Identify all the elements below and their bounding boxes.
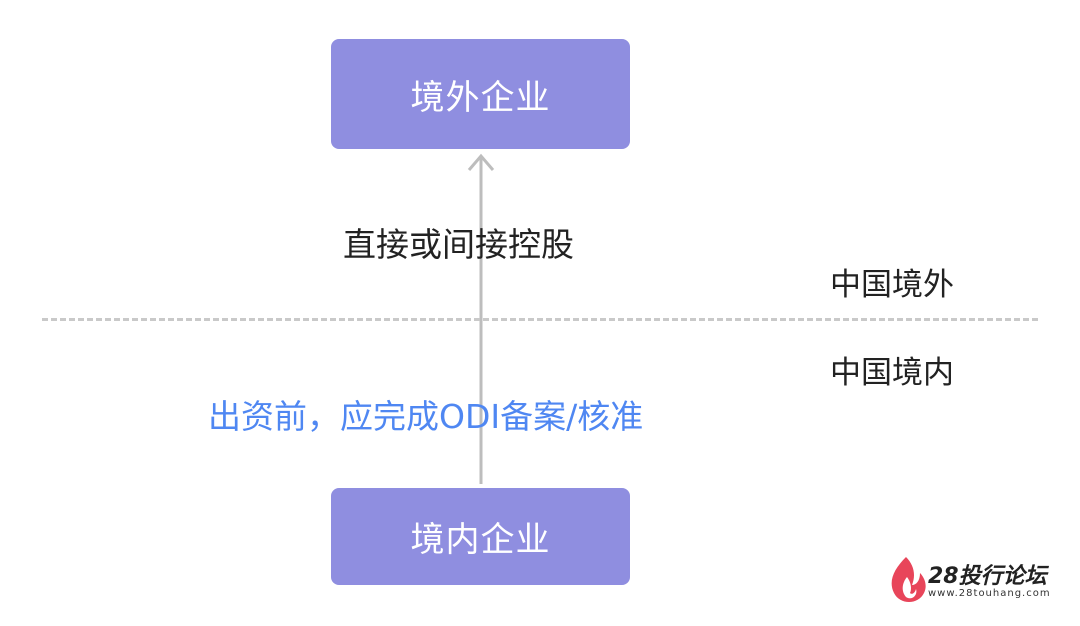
watermark-url: www.28touhang.com [928, 588, 1051, 599]
odi-filing-note: 出资前，应完成ODI备案/核准 [208, 397, 644, 436]
border-divider [42, 318, 1038, 321]
domestic-enterprise-label: 境内企业 [410, 520, 551, 560]
zone-inside-label: 中国境内 [830, 355, 954, 391]
overseas-enterprise-label: 境外企业 [410, 77, 551, 118]
control-arrow-head [467, 153, 495, 171]
zone-outside-label: 中国境外 [830, 267, 954, 303]
watermark-flame-icon [891, 557, 926, 602]
domestic-enterprise-node: 境内企业 [331, 488, 630, 585]
overseas-enterprise-node: 境外企业 [331, 39, 630, 149]
control-relation-label: 直接或间接控股 [343, 225, 574, 264]
watermark-title: 28投行论坛 [928, 564, 1047, 589]
